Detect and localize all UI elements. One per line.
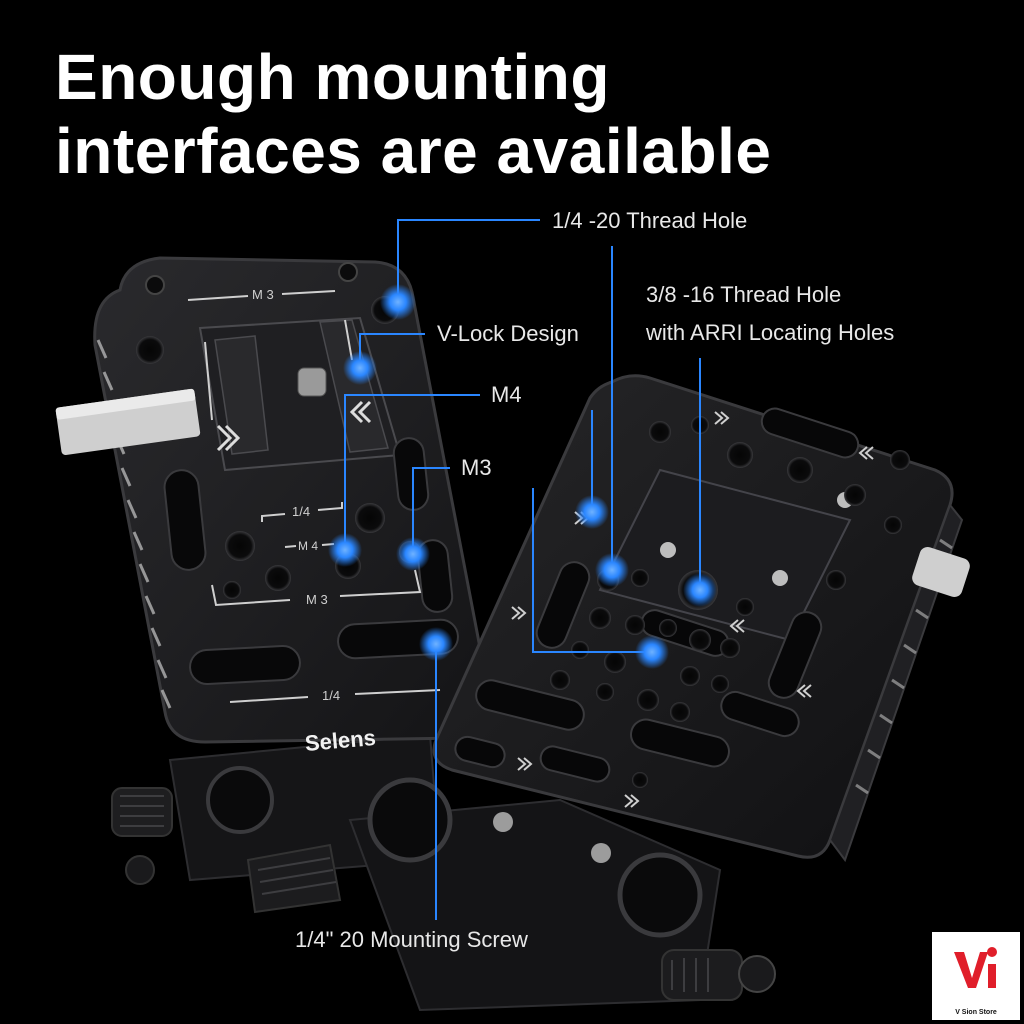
headline-line-1: Enough mounting (55, 41, 610, 113)
plate-mark-m4: M 4 (298, 539, 318, 553)
label-m3: M3 (461, 455, 492, 480)
callout-line-m4 (344, 394, 480, 550)
label-thread-quarter: 1/4 -20 Thread Hole (552, 208, 748, 233)
label-thread-38-line2: with ARRI Locating Holes (646, 320, 895, 345)
headline-line-2: interfaces are available (55, 115, 772, 187)
label-m4: M4 (491, 382, 522, 407)
plate-mark-quarter-upper: 1/4 (292, 504, 310, 519)
plate-mark-top-m3: M 3 (252, 287, 274, 302)
store-name: V Sion Store (955, 1009, 997, 1016)
left-vlock-plate: M 3 1/4 M 4 (55, 256, 492, 885)
right-rod-clamp (246, 777, 776, 1012)
callout-line-m3 (412, 467, 450, 552)
v-lock-chevron-icon (216, 400, 372, 452)
plate-mark-quarter-bottom: 1/4 (322, 688, 340, 703)
plate-mark-m3-lower: M 3 (306, 592, 328, 607)
screw-head-icon (493, 812, 513, 832)
callout-line-lower-hole (532, 488, 652, 653)
label-thread-38: 3/8 -16 Thread Hole with ARRI Locating H… (646, 276, 894, 352)
label-mount-screw: 1/4" 20 Mounting Screw (295, 927, 528, 952)
store-logo-mark-icon (954, 947, 997, 988)
label-vlock: V-Lock Design (437, 321, 579, 346)
callout-dots (328, 284, 717, 669)
right-cheese-plate (246, 374, 970, 1012)
brand-logo-text: Selens (304, 725, 377, 756)
label-thread-38-line1: 3/8 -16 Thread Hole (646, 282, 842, 307)
callout-lines (344, 219, 701, 920)
callout-line-thread-quarter (397, 219, 540, 302)
store-logo: V Sion Store (932, 932, 1020, 1020)
headline: Enough mounting interfaces are available (55, 40, 771, 188)
